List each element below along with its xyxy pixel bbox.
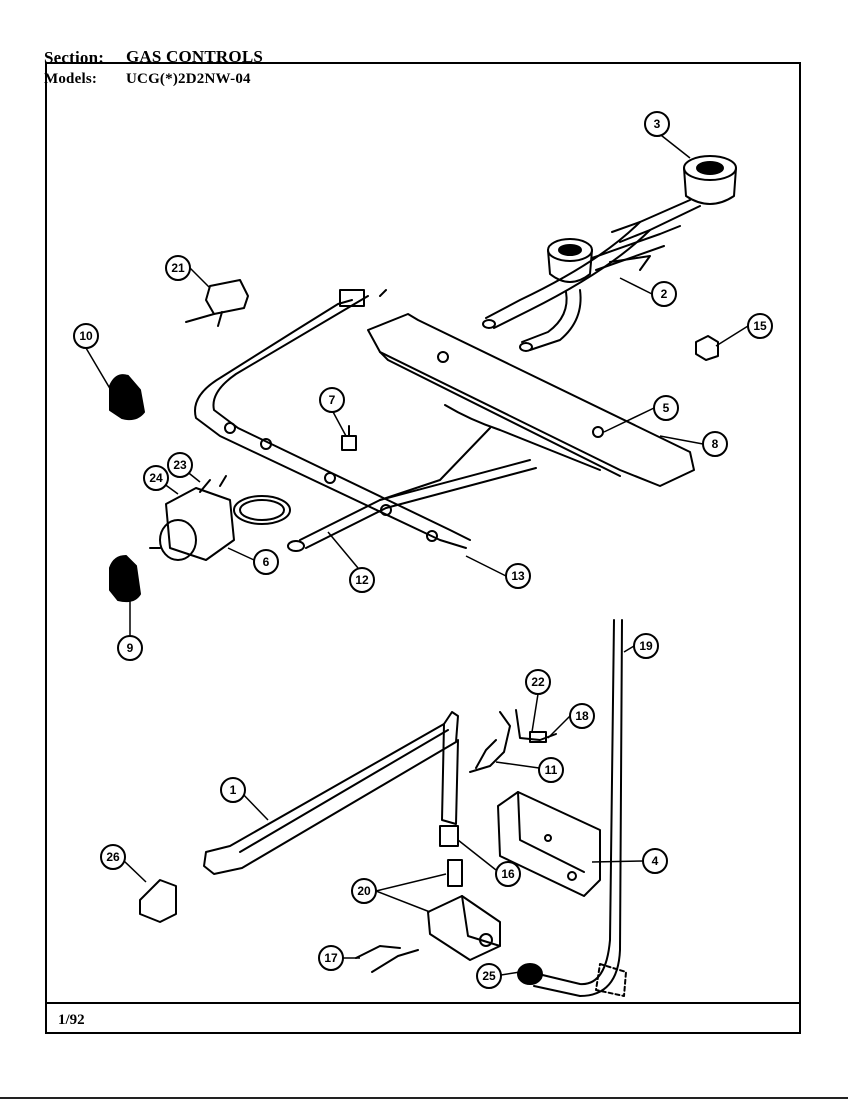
svg-text:16: 16	[501, 867, 515, 881]
svg-text:23: 23	[173, 458, 187, 472]
svg-text:5: 5	[663, 401, 670, 415]
svg-text:25: 25	[482, 969, 496, 983]
callout-16: 16	[495, 861, 521, 887]
burner-medium-part	[519, 225, 681, 352]
fitting-part	[517, 963, 543, 985]
control-knob-part	[109, 555, 141, 603]
page-bottom-rule	[0, 1097, 848, 1099]
burner-knob-part	[109, 374, 145, 421]
svg-text:17: 17	[324, 951, 338, 965]
burner-large-part	[482, 155, 737, 329]
svg-text:3: 3	[654, 117, 661, 131]
svg-text:6: 6	[263, 555, 270, 569]
svg-text:22: 22	[531, 675, 545, 689]
svg-text:26: 26	[106, 850, 120, 864]
callout-2: 2	[651, 281, 677, 307]
svg-text:12: 12	[355, 573, 369, 587]
svg-text:19: 19	[639, 639, 653, 653]
section-title: GAS CONTROLS	[126, 47, 264, 66]
callout-26: 26	[100, 844, 126, 870]
callout-25: 25	[476, 963, 502, 989]
svg-text:13: 13	[511, 569, 525, 583]
callout-7: 7	[319, 387, 345, 413]
svg-text:15: 15	[753, 319, 767, 333]
oven-thermostat-part	[149, 475, 291, 561]
clip-part	[695, 335, 719, 361]
orifice-part	[341, 425, 357, 451]
svg-text:24: 24	[149, 471, 163, 485]
svg-text:4: 4	[652, 854, 659, 868]
callout-4: 4	[642, 848, 668, 874]
ignition-switch-part	[185, 279, 249, 327]
callout-3: 3	[644, 111, 670, 137]
models-label: Models:	[44, 71, 98, 87]
callout-12: 12	[349, 567, 375, 593]
callout-20: 20	[351, 878, 377, 904]
model-number: UCG(*)2D2NW-04	[126, 71, 251, 87]
valve-bracket-part	[497, 791, 601, 897]
callouts: 3 2 8 5 15 21 10 7 24 23 6 9 12 13 19 22…	[73, 111, 773, 989]
callout-17: 17	[318, 945, 344, 971]
svg-text:20: 20	[357, 884, 371, 898]
mounting-bracket-part	[139, 879, 177, 923]
callout-15: 15	[747, 313, 773, 339]
svg-text:2: 2	[661, 287, 668, 301]
callout-8: 8	[702, 431, 728, 457]
oven-burner-tube-part	[203, 711, 459, 875]
svg-text:21: 21	[171, 261, 185, 275]
gas-supply-line-part	[529, 619, 627, 997]
callout-11: 11	[538, 757, 564, 783]
svg-text:10: 10	[79, 329, 93, 343]
svg-text:1: 1	[230, 783, 237, 797]
svg-text:11: 11	[545, 763, 558, 777]
callout-18: 18	[569, 703, 595, 729]
callout-19: 19	[633, 633, 659, 659]
footer-divider	[47, 1002, 800, 1004]
svg-text:18: 18	[575, 709, 589, 723]
igniter-assembly-part	[469, 709, 557, 773]
diagram-frame	[45, 62, 801, 1034]
callout-21: 21	[165, 255, 191, 281]
safety-valve-part	[355, 859, 501, 973]
callout-13: 13	[505, 563, 531, 589]
svg-text:8: 8	[712, 437, 719, 451]
callout-1: 1	[220, 777, 246, 803]
callout-10: 10	[73, 323, 99, 349]
callout-22: 22	[525, 669, 551, 695]
svg-text:9: 9	[127, 641, 134, 655]
callout-24: 24	[143, 465, 169, 491]
callout-9: 9	[117, 635, 143, 661]
date-code: 1/92	[58, 1012, 85, 1028]
thermocouple-part	[287, 427, 537, 552]
callout-6: 6	[253, 549, 279, 575]
callout-5: 5	[653, 395, 679, 421]
svg-text:7: 7	[329, 393, 336, 407]
burner-bracket-part	[367, 313, 695, 487]
manifold-part	[194, 289, 471, 549]
callout-23: 23	[167, 452, 193, 478]
